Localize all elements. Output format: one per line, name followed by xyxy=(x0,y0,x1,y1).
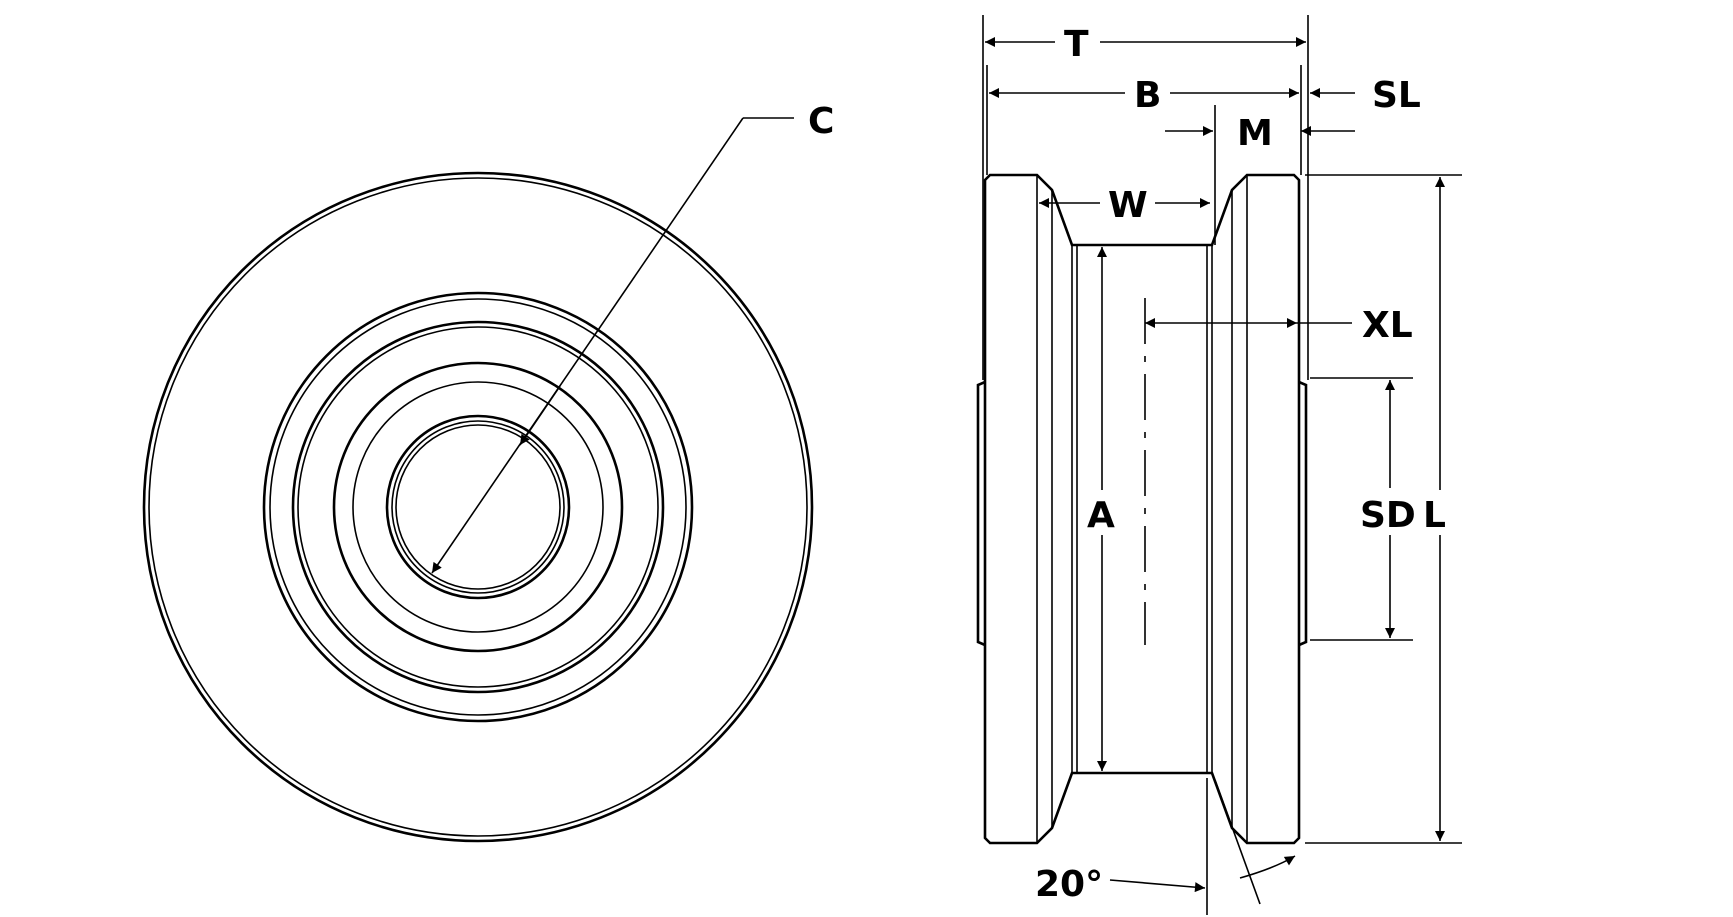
l-label: L xyxy=(1423,495,1446,536)
outer-rim-circle xyxy=(142,171,814,843)
left-shoulder xyxy=(976,380,986,647)
sl-label: SL xyxy=(1372,75,1421,116)
sd-label: SD xyxy=(1360,495,1416,536)
bearing-shield-circle-2 xyxy=(297,326,659,688)
front-view: C xyxy=(142,101,834,843)
angle-extension-sloped xyxy=(1214,779,1261,905)
bearing-outer-circle xyxy=(262,291,694,723)
inner-race-circle xyxy=(332,361,624,653)
bore-circle xyxy=(391,420,565,594)
bore-inner-circle xyxy=(395,424,561,590)
m-label: M xyxy=(1237,113,1273,154)
a-label: A xyxy=(1087,495,1115,536)
angle-arrow-left xyxy=(1109,879,1206,893)
outer-rim-inner-circle xyxy=(148,177,808,837)
t-label: T xyxy=(1064,24,1089,65)
w-label: W xyxy=(1108,185,1148,226)
c-label: C xyxy=(808,101,834,142)
right-shoulder xyxy=(1298,380,1308,647)
inner-race-circle-2 xyxy=(352,381,604,633)
xl-label: XL xyxy=(1362,305,1413,346)
angle-arc xyxy=(1239,855,1296,879)
bearing-outer-circle-2 xyxy=(269,298,687,716)
angle-label: 20° xyxy=(1035,864,1103,905)
side-view: T B SL M W XL A SD xyxy=(976,15,1462,915)
bearing-shield-circle xyxy=(291,320,665,694)
bore-outer-circle xyxy=(385,414,571,600)
wheel-profile xyxy=(983,173,1301,845)
c-leader-arrow xyxy=(519,385,561,446)
c-dimension-line xyxy=(431,117,744,574)
b-label: B xyxy=(1134,75,1161,116)
